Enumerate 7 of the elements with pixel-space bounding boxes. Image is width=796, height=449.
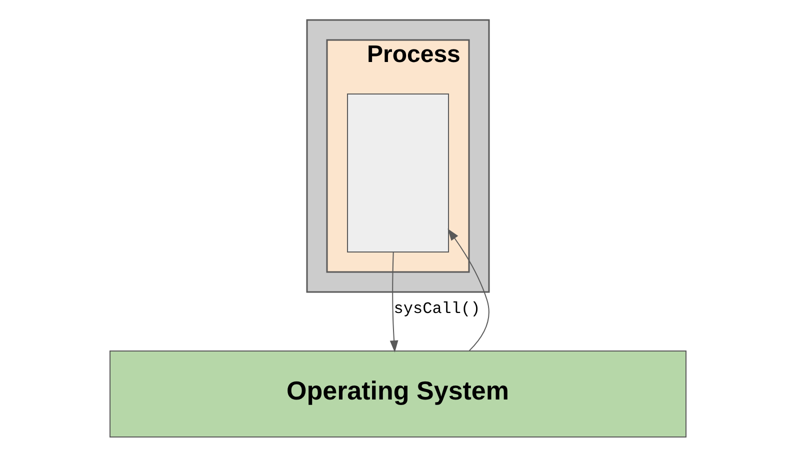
arrow [448,228,490,352]
node-box [347,94,449,252]
cluster: Process [326,39,470,273]
node-box: Operating System [110,350,686,438]
arrow [390,252,398,352]
cluster [306,19,490,293]
edge-label: sysCall() [394,300,480,318]
